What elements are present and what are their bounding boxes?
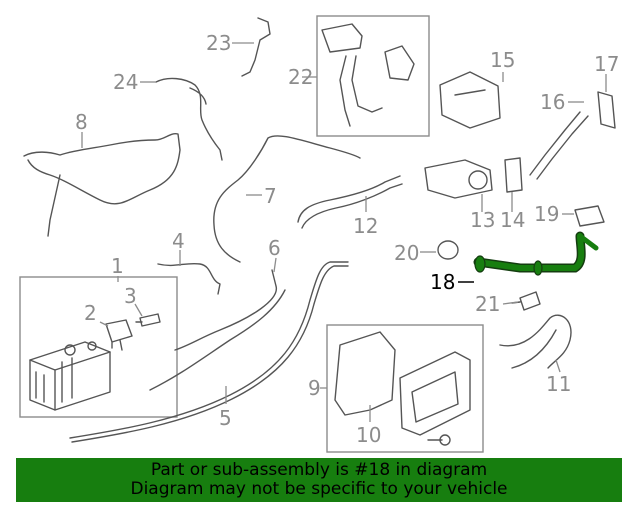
callout-18: 18 [430, 270, 455, 294]
group-box-22 [316, 15, 430, 137]
part-sensor-21[interactable] [511, 291, 541, 311]
part-pipe-18-highlighted[interactable] [473, 231, 599, 276]
part-line-6[interactable] [174, 269, 277, 351]
callout-6: 6 [268, 236, 281, 260]
group-box-1 [19, 276, 178, 418]
callout-21: 21 [475, 292, 500, 316]
callout-2: 2 [84, 301, 97, 325]
leader-21 [502, 301, 519, 305]
callout-12: 12 [353, 214, 378, 238]
part-pipe-12[interactable] [297, 175, 403, 229]
part-cover-10[interactable] [334, 331, 396, 416]
part-egr-valve-13[interactable] [424, 159, 493, 199]
part-gasket-17[interactable] [597, 91, 616, 129]
callout-22: 22 [288, 65, 313, 89]
callout-24: 24 [113, 70, 138, 94]
callout-7: 7 [264, 184, 277, 208]
part-purge-valve[interactable] [105, 319, 133, 351]
info-banner: Part or sub-assembly is #18 in diagram D… [16, 458, 622, 502]
part-sensor-wire-24[interactable] [155, 77, 223, 161]
callout-8: 8 [75, 110, 88, 134]
callout-13: 13 [470, 208, 495, 232]
callout-1: 1 [111, 254, 124, 278]
part-line-7[interactable] [213, 135, 361, 263]
callout-14: 14 [500, 208, 525, 232]
callout-9: 9 [308, 376, 321, 400]
part-sensor-23[interactable] [241, 17, 271, 77]
leader-6 [273, 257, 277, 273]
part-hose-11[interactable] [499, 314, 572, 369]
parts-diagram: 1 2 3 4 5 6 7 8 9 10 11 12 13 14 15 16 1… [19, 15, 619, 453]
part-evap-canister[interactable] [29, 341, 111, 411]
callout-15: 15 [490, 48, 515, 72]
part-gasket-19[interactable] [574, 205, 605, 227]
banner-line-2: Diagram may not be specific to your vehi… [130, 479, 508, 499]
part-fuel-line-5[interactable] [69, 261, 349, 443]
part-bracket-15[interactable] [439, 71, 501, 129]
callout-10: 10 [356, 423, 381, 447]
callout-19: 19 [534, 202, 559, 226]
part-connector-3[interactable] [135, 313, 161, 327]
part-harness-8[interactable] [23, 132, 181, 237]
callout-5: 5 [219, 406, 232, 430]
callout-20: 20 [394, 241, 419, 265]
leader-2 [99, 321, 109, 327]
part-oring-20[interactable] [437, 240, 459, 260]
part-hose-4[interactable] [157, 262, 221, 295]
part-gasket-14[interactable] [504, 157, 523, 193]
callout-11: 11 [546, 372, 571, 396]
callout-17: 17 [594, 52, 619, 76]
callout-23: 23 [206, 31, 231, 55]
callout-16: 16 [540, 90, 565, 114]
group-box-9 [326, 324, 484, 453]
leader-11 [555, 359, 561, 373]
part-module-9[interactable] [399, 351, 471, 446]
callout-3: 3 [124, 284, 137, 308]
part-tube-16[interactable] [529, 111, 589, 180]
banner-line-1: Part or sub-assembly is #18 in diagram [150, 460, 488, 480]
callout-4: 4 [172, 229, 185, 253]
leader-3 [134, 303, 143, 317]
part-bracket-22[interactable] [321, 23, 415, 127]
